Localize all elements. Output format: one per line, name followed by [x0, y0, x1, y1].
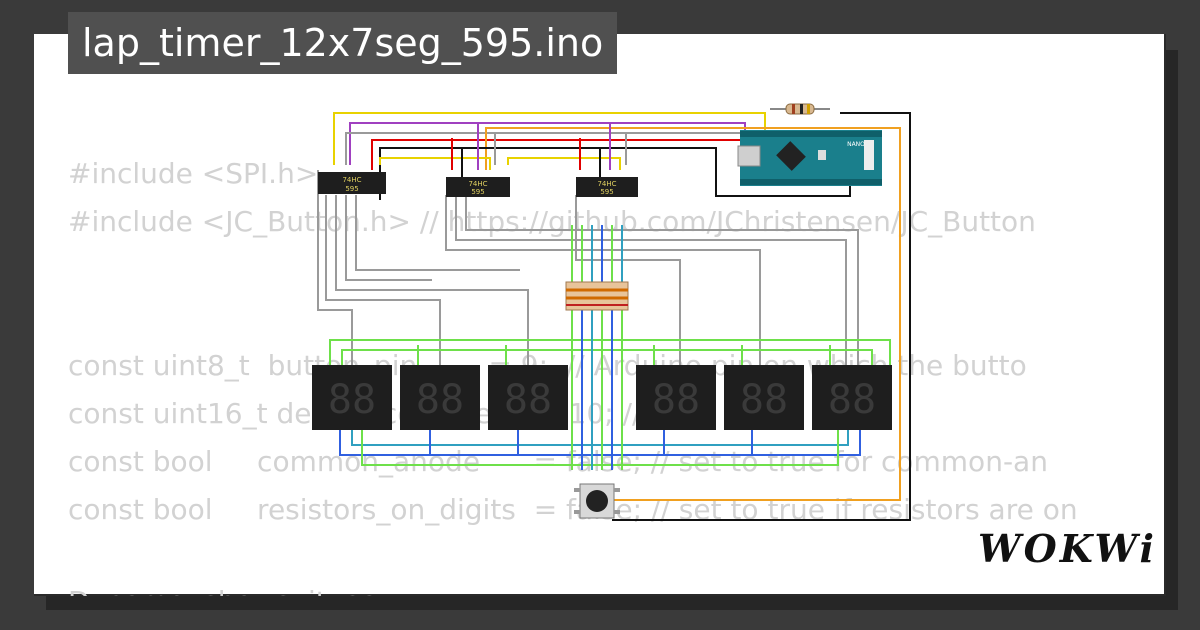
svg-text:88: 88 [416, 377, 464, 423]
wire-gray [335, 195, 529, 365]
shift-register-2: 74HC 595 [446, 177, 510, 197]
wire-yellow [379, 157, 491, 170]
wire-blue [339, 430, 861, 456]
wire-gray [345, 132, 740, 165]
shift-register-1: 74HC 595 [318, 172, 386, 194]
seven-segment-display-1: 88 [312, 365, 392, 430]
chip-label: 74HC [342, 176, 361, 184]
code-background: #include <SPI.h> #include <JC_Button.h> … [68, 150, 1158, 596]
wire-gray [465, 195, 859, 365]
seven-segment-display-6: 88 [812, 365, 892, 430]
seven-segment-display-4: 88 [636, 365, 716, 430]
wire-black [379, 147, 851, 200]
board-label: NANO [847, 141, 865, 148]
resistor-pullup [770, 103, 830, 115]
svg-text:88: 88 [828, 377, 876, 423]
code-line: #include <JC_Button.h> // https://github… [68, 205, 1036, 238]
wire-gray [575, 195, 681, 365]
svg-text:88: 88 [504, 377, 552, 423]
wire-green [329, 339, 891, 365]
wire-gray [455, 195, 847, 365]
wire-gray [317, 170, 353, 365]
arduino-nano-board: NANO [737, 130, 882, 186]
wire-yellow [507, 157, 621, 170]
chip-label: 74HC [597, 180, 616, 188]
chip-label: 74HC [468, 180, 487, 188]
wire-black [612, 112, 911, 521]
svg-text:88: 88 [328, 377, 376, 423]
code-line: Dynamo shows it as ... ... [68, 578, 465, 596]
shift-register-3: 74HC 595 [576, 177, 638, 197]
wire-green [341, 349, 873, 365]
seven-segment-display-5: 88 [724, 365, 804, 430]
chip-label: 595 [600, 188, 613, 196]
seven-segment-display-2: 88 [400, 365, 480, 430]
wire-gray [355, 195, 520, 271]
wire-cyan [351, 430, 849, 446]
seven-segment-display-3: 88 [488, 365, 568, 430]
wire-green [361, 430, 839, 466]
wokwi-logo: WOKWi [978, 526, 1157, 571]
chip-label: 595 [471, 188, 484, 196]
svg-text:88: 88 [652, 377, 700, 423]
wire-yellow [333, 112, 766, 165]
chip-label: 595 [345, 185, 358, 193]
code-line: const bool resistors_on_digits = false; … [68, 493, 1078, 526]
wire-gray [325, 195, 441, 365]
push-button [574, 483, 620, 519]
wire-gray [345, 195, 432, 281]
wire-orange [485, 127, 901, 501]
resistor-array [565, 281, 629, 311]
svg-text:88: 88 [740, 377, 788, 423]
code-line: const bool common_anode = false; // set … [68, 445, 1048, 478]
project-title: lap_timer_12x7seg_595.ino [68, 12, 618, 74]
code-line: #include <SPI.h> [68, 157, 319, 190]
